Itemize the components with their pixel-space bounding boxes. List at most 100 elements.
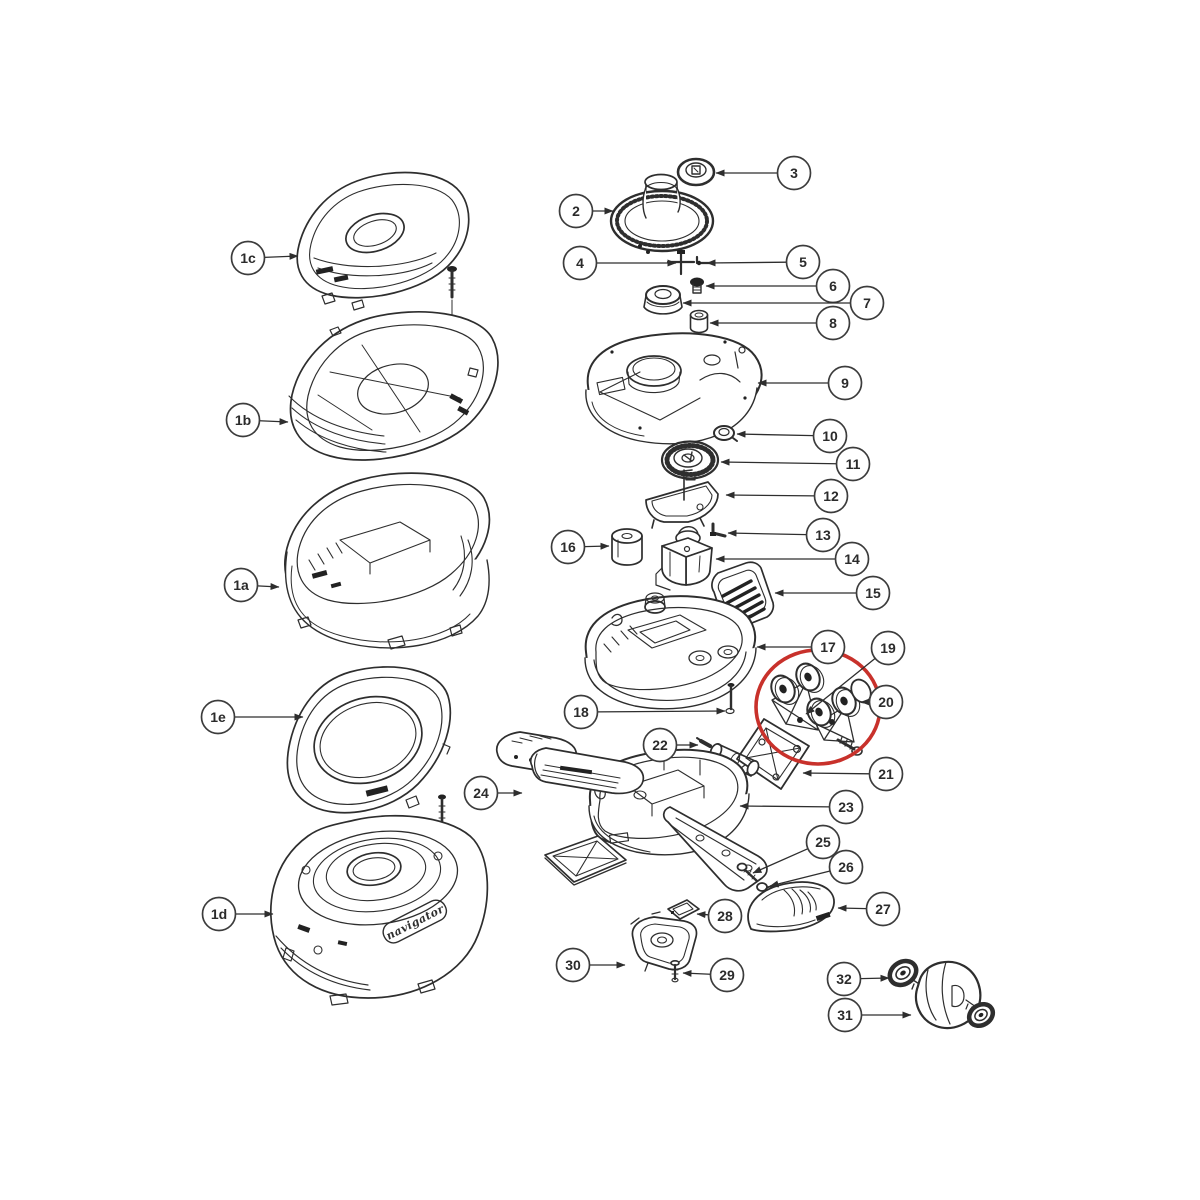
callout-leader-23 <box>739 802 830 810</box>
callout-circle-11 <box>835 446 871 482</box>
callout-leader-1c <box>264 252 299 260</box>
callout-25: 25 <box>752 824 841 874</box>
part-17-lower-body-drawing <box>584 592 757 710</box>
callout-label-8: 8 <box>829 315 837 331</box>
callout-leader-12 <box>725 491 815 499</box>
callout-circle-1d <box>201 896 237 932</box>
callout-leader-28 <box>696 911 709 919</box>
part-28-plate-drawing <box>667 899 700 920</box>
callout-label-29: 29 <box>719 967 735 983</box>
callout-19: 19 <box>805 630 906 715</box>
part-30-bracket-drawing <box>630 911 698 972</box>
callout-4: 4 <box>562 245 677 281</box>
callout-2: 2 <box>558 193 614 229</box>
callout-1d: 1d <box>201 896 274 932</box>
callout-28: 28 <box>696 898 743 934</box>
callout-label-19: 19 <box>880 640 896 656</box>
callout-label-26: 26 <box>838 859 854 875</box>
callout-label-14: 14 <box>844 551 860 567</box>
callout-leader-27 <box>837 904 867 912</box>
callout-1e: 1e <box>200 699 304 735</box>
part-10-nut-drawing <box>713 425 738 442</box>
callout-label-22: 22 <box>652 737 668 753</box>
callout-label-1a: 1a <box>233 577 249 593</box>
callout-20: 20 <box>860 684 904 720</box>
part-24-handle-set-drawing <box>495 731 645 795</box>
callout-21: 21 <box>802 756 904 792</box>
part-18-pin-drawing <box>725 683 735 715</box>
callout-leader-5 <box>706 259 787 267</box>
callout-circle-31 <box>827 997 863 1033</box>
callout-11: 11 <box>720 446 871 482</box>
callout-3: 3 <box>715 155 812 191</box>
callout-label-5: 5 <box>799 254 807 270</box>
callout-circle-26 <box>828 849 864 885</box>
callout-7: 7 <box>682 285 885 321</box>
callout-16: 16 <box>550 529 610 565</box>
part-1e-pod-cover-drawing <box>286 666 452 814</box>
callout-label-7: 7 <box>863 295 871 311</box>
callout-circle-5 <box>785 244 821 280</box>
callout-32: 32 <box>826 961 890 997</box>
callout-12: 12 <box>725 478 849 514</box>
part-6-bolt-drawing <box>690 277 704 294</box>
callout-circle-7 <box>849 285 885 321</box>
part-23-flap-drawing <box>544 835 627 886</box>
callout-circle-23 <box>828 789 864 825</box>
callout-leader-29 <box>682 969 711 977</box>
callout-label-31: 31 <box>837 1007 853 1023</box>
part-31-32-roller-assembly-drawing <box>887 958 996 1030</box>
callout-10: 10 <box>736 418 848 454</box>
callout-label-24: 24 <box>473 785 489 801</box>
callout-8: 8 <box>709 305 851 341</box>
part-1a-body-tub-drawing <box>284 472 491 650</box>
callout-label-10: 10 <box>822 428 838 444</box>
callout-label-25: 25 <box>815 834 831 850</box>
callout-1a: 1a <box>223 567 280 603</box>
callout-27: 27 <box>837 891 901 927</box>
callout-label-23: 23 <box>838 799 854 815</box>
callout-circle-1e <box>200 699 236 735</box>
part-1d-lower-housing-drawing: navigator <box>270 814 489 1006</box>
callout-15: 15 <box>774 575 891 611</box>
callout-label-27: 27 <box>875 901 891 917</box>
part-14-valve-body-drawing <box>655 526 713 591</box>
part-11-turbine-drawing <box>660 440 720 480</box>
callout-circle-1c <box>230 240 266 276</box>
callout-label-21: 21 <box>878 766 894 782</box>
callout-circle-15 <box>855 575 891 611</box>
callout-leader-18 <box>597 707 726 715</box>
callout-label-28: 28 <box>717 908 733 924</box>
callout-circle-16 <box>550 529 586 565</box>
callout-26: 26 <box>769 849 864 888</box>
callout-circle-9 <box>827 365 863 401</box>
callout-label-18: 18 <box>573 704 589 720</box>
callout-label-12: 12 <box>823 488 839 504</box>
callout-label-32: 32 <box>836 971 852 987</box>
callout-1c: 1c <box>230 240 299 276</box>
callout-23: 23 <box>739 789 864 825</box>
callout-circle-20 <box>868 684 904 720</box>
part-7-cap-drawing <box>643 285 683 315</box>
part-29-screw-drawing <box>670 959 680 983</box>
callout-22: 22 <box>642 727 699 763</box>
callout-31: 31 <box>827 997 912 1033</box>
callout-circle-27 <box>865 891 901 927</box>
callout-label-6: 6 <box>829 278 837 294</box>
callout-label-13: 13 <box>815 527 831 543</box>
callout-circle-29 <box>709 957 745 993</box>
callout-label-2: 2 <box>572 203 580 219</box>
callout-circle-8 <box>815 305 851 341</box>
callout-label-1c: 1c <box>240 250 256 266</box>
part-25-screw-drawing <box>736 862 759 883</box>
callout-label-16: 16 <box>560 539 576 555</box>
callout-29: 29 <box>682 957 745 993</box>
callout-circle-25 <box>805 824 841 860</box>
callout-leader-16 <box>584 542 610 550</box>
callout-label-15: 15 <box>865 585 881 601</box>
callout-label-1e: 1e <box>210 709 226 725</box>
callout-circle-14 <box>834 541 870 577</box>
part-8-bushing-drawing <box>689 309 709 334</box>
